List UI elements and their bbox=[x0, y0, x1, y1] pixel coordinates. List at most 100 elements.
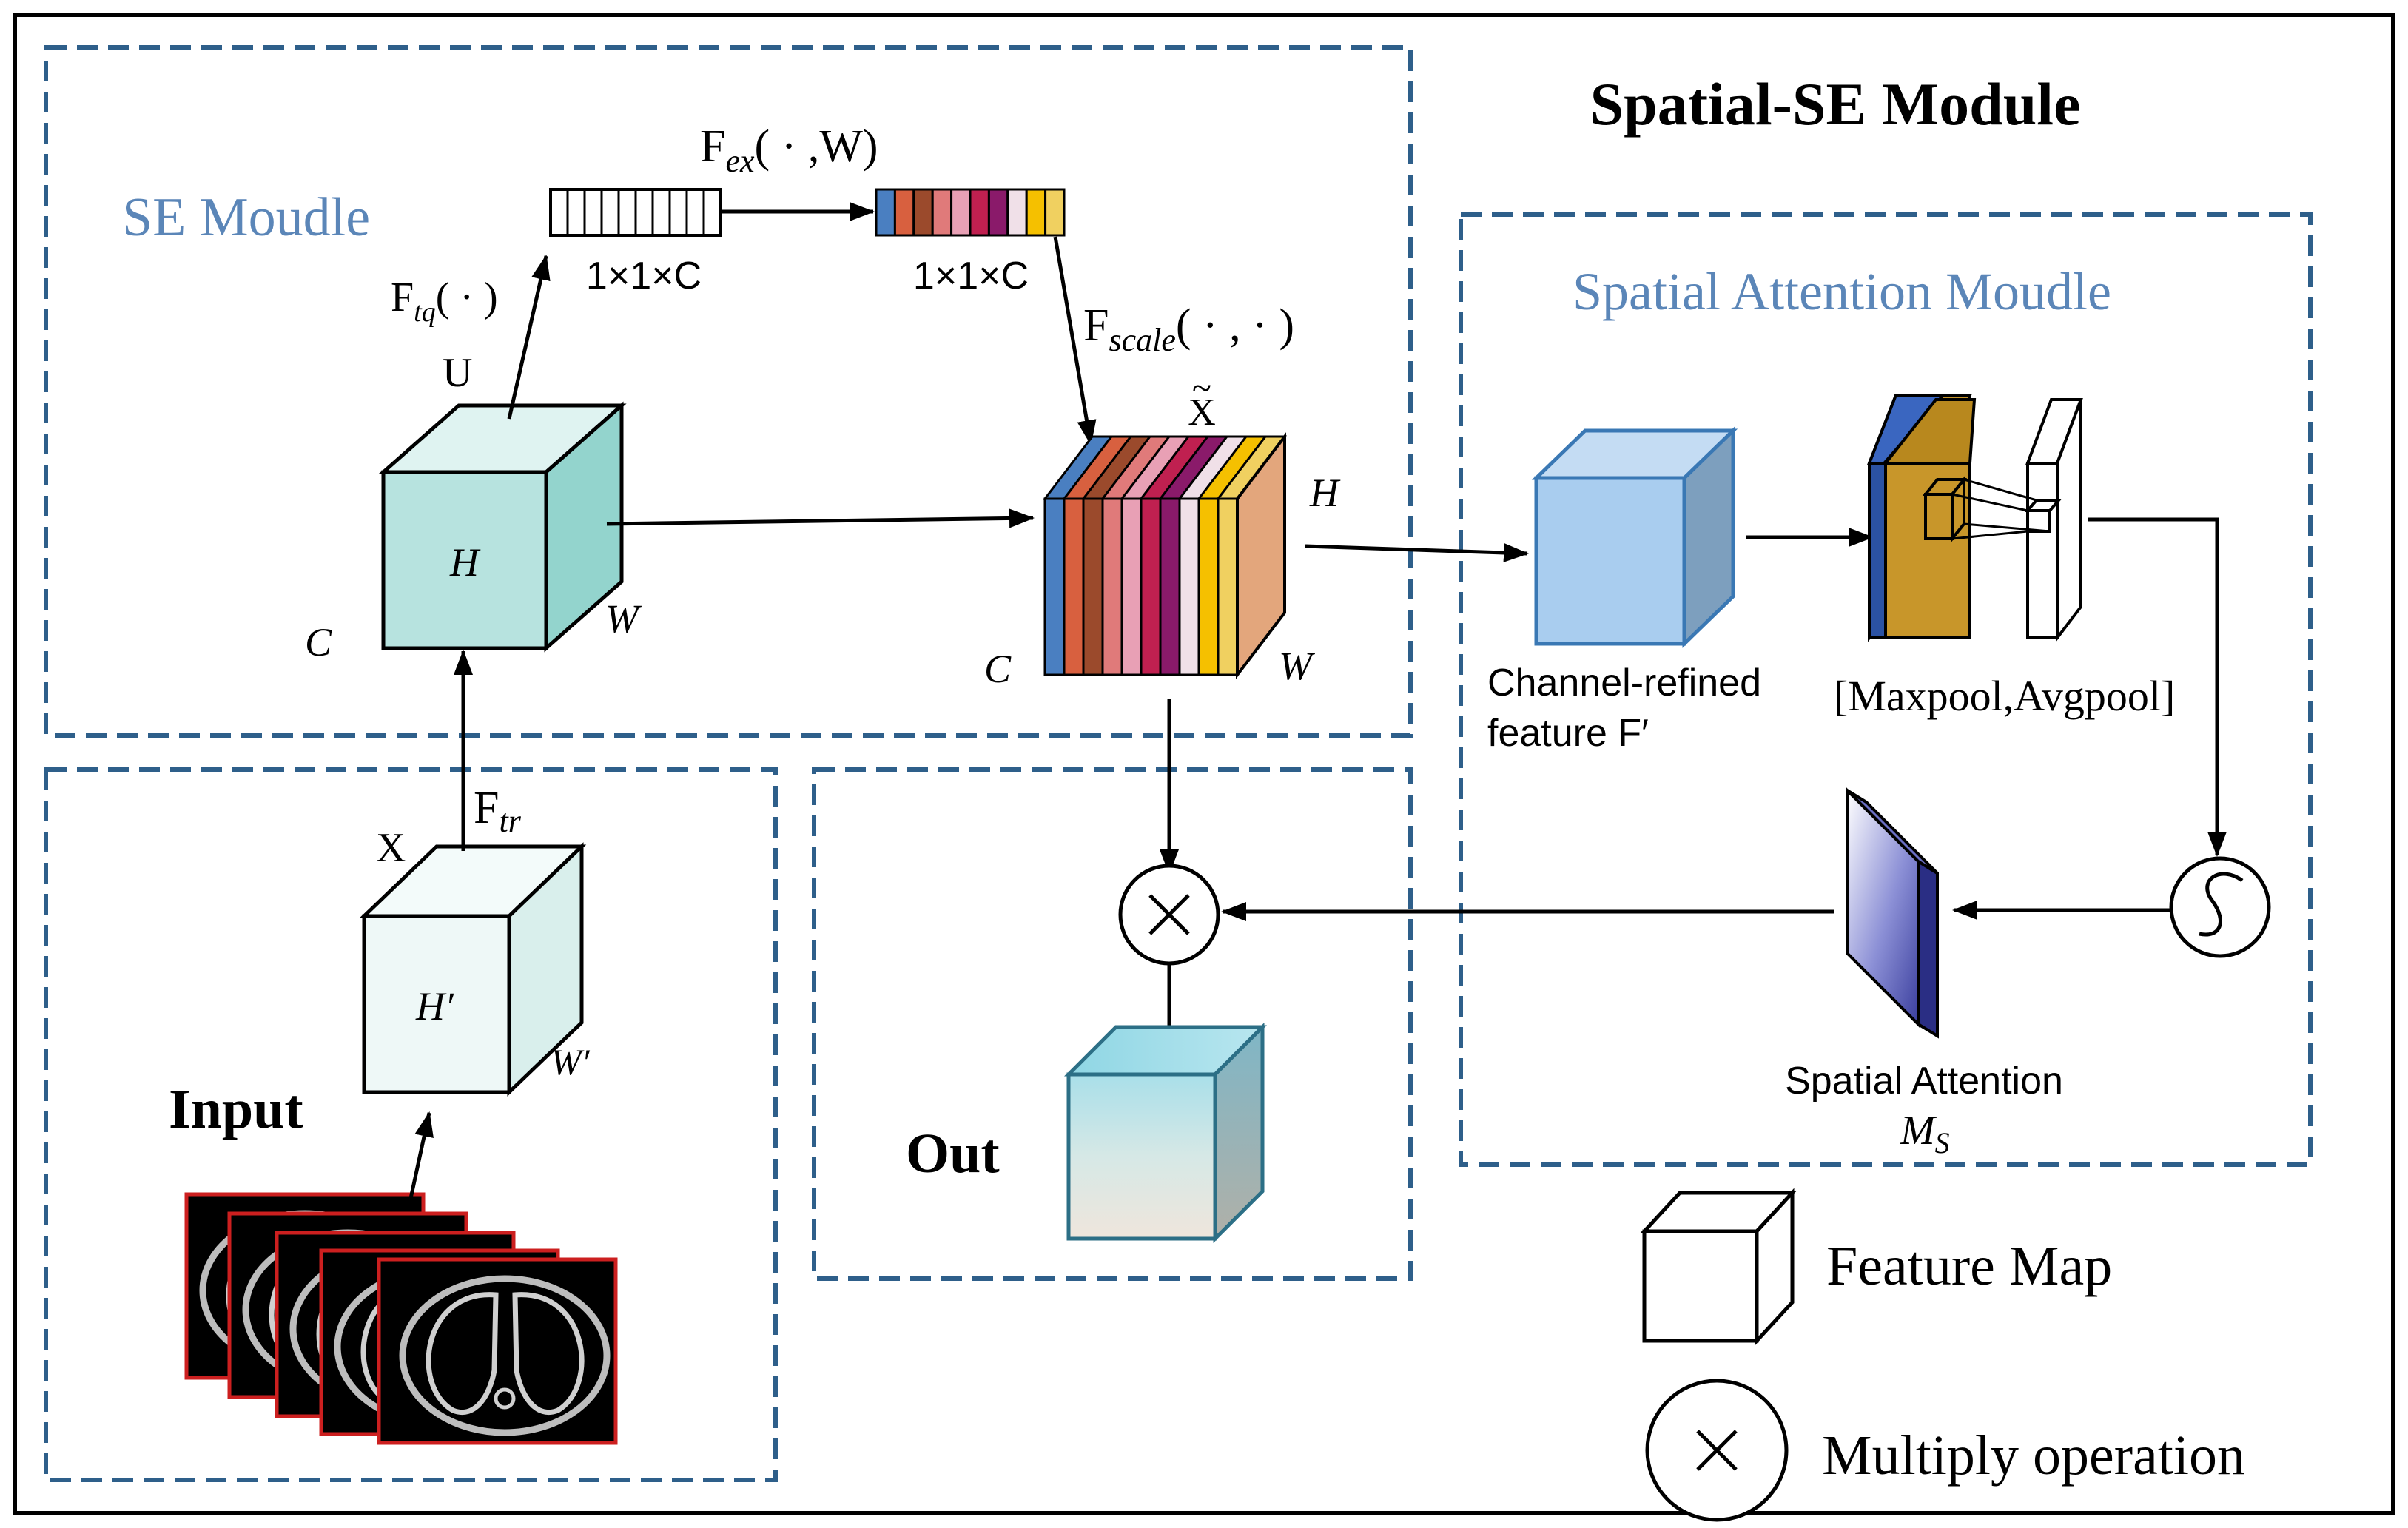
sigmoid-icon bbox=[2199, 872, 2244, 937]
excite-vector bbox=[875, 188, 1066, 237]
cube-u bbox=[378, 401, 627, 653]
cube-out-front bbox=[1066, 1072, 1217, 1241]
excite-cell bbox=[893, 188, 915, 237]
sigmoid-circle bbox=[2169, 856, 2271, 958]
proj-line-1 bbox=[1963, 478, 2037, 502]
multiply-cross-b bbox=[1148, 894, 1190, 935]
x-tilde-c: C bbox=[984, 647, 1012, 691]
x-tilde-h: H bbox=[1309, 471, 1341, 515]
cube-x-w-prime: W′ bbox=[551, 1041, 591, 1083]
legend-feature-map-label: Feature Map bbox=[1826, 1235, 2112, 1297]
pool-white-front bbox=[2026, 462, 2059, 639]
x-tilde-slab-front bbox=[1140, 497, 1162, 676]
excite-cell bbox=[969, 188, 990, 237]
x-tilde-slab-front bbox=[1159, 497, 1181, 676]
f-scale-sub: scale bbox=[1109, 322, 1175, 358]
x-tilde-slab-front bbox=[1101, 497, 1123, 676]
f-tq-sub: tq bbox=[414, 297, 436, 328]
ct-spine bbox=[494, 1387, 516, 1410]
f-tq-args: ( · ) bbox=[436, 275, 498, 320]
pool-target-cell bbox=[2026, 509, 2051, 533]
squeeze-vector bbox=[549, 188, 722, 237]
cube-x-label: X bbox=[376, 825, 406, 871]
pool-target-top bbox=[2024, 499, 2062, 512]
x-tilde-slab-front bbox=[1120, 497, 1143, 676]
ct-right-lung bbox=[512, 1292, 585, 1415]
f-tq-label: Ftq( · ) bbox=[391, 275, 498, 328]
se-module-label: SE Moudle bbox=[122, 187, 370, 248]
se-module-box bbox=[44, 45, 1413, 738]
sigmoid-node bbox=[2169, 856, 2271, 958]
out-label: Out bbox=[906, 1123, 1000, 1185]
input-label: Input bbox=[169, 1078, 303, 1140]
f-ex-sub: ex bbox=[725, 143, 755, 179]
cube-u-front bbox=[381, 470, 548, 650]
ct-slices bbox=[184, 1192, 618, 1445]
f-tr-label: Ftr bbox=[474, 783, 522, 839]
cube-x-h-prime: H′ bbox=[415, 984, 454, 1029]
pooling-stack bbox=[1867, 394, 2083, 642]
legend-cube-front bbox=[1642, 1229, 1759, 1343]
cube-channel-refined bbox=[1531, 426, 1738, 648]
x-tilde-slab-front bbox=[1043, 497, 1066, 676]
excite-cell bbox=[1006, 188, 1028, 237]
ct-body-contour bbox=[399, 1275, 611, 1436]
legend-feature-map-icon bbox=[1640, 1188, 1797, 1346]
f-scale-label: Fscale( · , · ) bbox=[1083, 300, 1294, 358]
sa-map-side bbox=[1917, 858, 1939, 1039]
excite-cell bbox=[987, 188, 1009, 237]
excite-cell bbox=[1025, 188, 1047, 237]
sa-map-symbol-sub: S bbox=[1935, 1126, 1950, 1160]
x-tilde-stack bbox=[1042, 432, 1288, 679]
channel-refined-line1: Channel-refined bbox=[1487, 662, 1761, 704]
arrow-u-to-squeeze bbox=[507, 255, 551, 420]
outer-border bbox=[13, 13, 2395, 1515]
excite-cell bbox=[931, 188, 953, 237]
x-tilde-slab-front bbox=[1217, 497, 1239, 676]
sa-map-label: Spatial Attention bbox=[1785, 1060, 2063, 1103]
proj-line-3 bbox=[1951, 530, 2028, 540]
arrow-xtilde-to-feature bbox=[1305, 542, 1529, 562]
legend-multiply-cross-b bbox=[1696, 1430, 1738, 1471]
out-box bbox=[812, 767, 1413, 1281]
spatial-attention-label: Spatial Attention Moudle bbox=[1573, 262, 2111, 321]
ct-left-lung bbox=[426, 1292, 499, 1415]
pool-label: [Maxpool,Avgpool] bbox=[1834, 672, 2175, 720]
legend-multiply-label: Multiply operation bbox=[1822, 1424, 2245, 1487]
f-scale-args: ( · , · ) bbox=[1176, 300, 1294, 351]
cube-u-w: W bbox=[605, 596, 642, 641]
squeeze-vector-dim: 1×1×C bbox=[586, 255, 702, 297]
spatial-attention-map bbox=[1846, 787, 1939, 1039]
proj-line-2 bbox=[1951, 493, 2028, 512]
x-tilde-side bbox=[1236, 432, 1286, 679]
x-tilde-slab-front bbox=[1197, 497, 1220, 676]
proj-line-4 bbox=[1963, 522, 2051, 533]
channel-refined-line2: feature F′ bbox=[1487, 712, 1649, 755]
x-tilde-slab-front bbox=[1063, 497, 1085, 676]
x-tilde-w: W bbox=[1279, 644, 1316, 688]
excite-cell bbox=[950, 188, 972, 237]
cube-u-h: H bbox=[449, 540, 481, 585]
pool-gold-top bbox=[1882, 398, 1977, 465]
arrow-pool-to-sigmoid bbox=[2088, 517, 2227, 857]
excite-cell bbox=[912, 188, 934, 237]
excite-vector-dim: 1×1×C bbox=[913, 255, 1029, 297]
x-tilde-label: X bbox=[1188, 391, 1216, 434]
cube-u-label: U bbox=[443, 350, 472, 396]
sa-map-symbol: MS bbox=[1900, 1108, 1950, 1160]
cube-f-front bbox=[1534, 476, 1686, 646]
x-tilde-slab-front bbox=[1082, 497, 1104, 676]
x-tilde-mark: ~ bbox=[1192, 368, 1211, 408]
excite-cell bbox=[875, 188, 896, 237]
f-tr-sub: tr bbox=[499, 803, 521, 839]
f-ex-label: Fex( · ,W) bbox=[700, 121, 878, 179]
f-ex-args: ( · ,W) bbox=[755, 121, 878, 172]
pool-blue-front bbox=[1868, 462, 1887, 639]
input-box bbox=[44, 767, 778, 1482]
cube-u-c: C bbox=[305, 620, 332, 664]
diagram-title: Spatial-SE Module bbox=[1590, 70, 2081, 138]
cube-x bbox=[359, 842, 587, 1097]
x-tilde-slab-front bbox=[1178, 497, 1200, 676]
cube-x-front bbox=[362, 914, 511, 1094]
